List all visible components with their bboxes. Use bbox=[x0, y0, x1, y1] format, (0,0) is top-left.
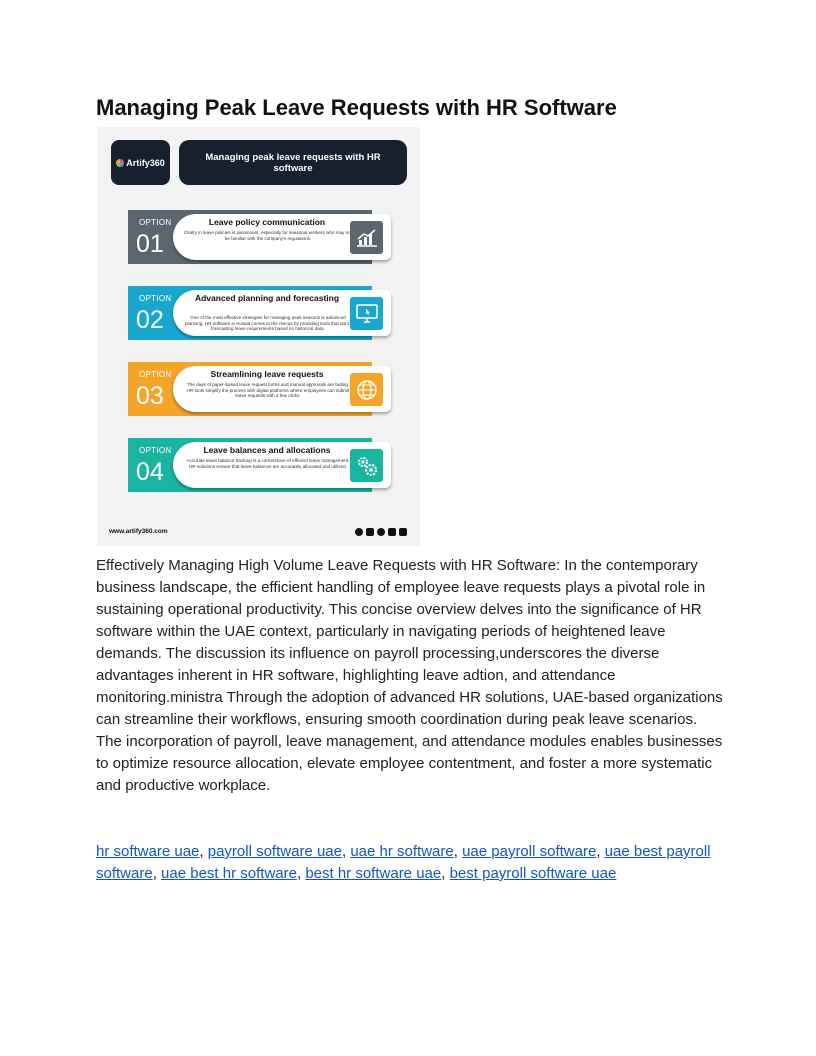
tag-link[interactable]: uae hr software bbox=[350, 843, 454, 860]
tag-links: hr software uae, payroll software uae, u… bbox=[96, 841, 726, 885]
facebook-icon bbox=[355, 528, 363, 536]
option-title: Leave balances and allocations bbox=[203, 445, 331, 455]
link-separator: , bbox=[596, 843, 605, 860]
option-text: The days of paper-based leave request fo… bbox=[186, 382, 350, 399]
option-title: Streamlining leave requests bbox=[210, 369, 324, 379]
option-card-body: Streamlining leave requests The days of … bbox=[173, 366, 391, 412]
tag-link[interactable]: best payroll software uae bbox=[449, 865, 617, 882]
option-title: Advanced planning and forecasting bbox=[194, 293, 340, 303]
option-label: OPTION bbox=[139, 294, 172, 303]
infographic-image: Artify360 Managing peak leave requests w… bbox=[97, 127, 420, 546]
tag-link[interactable]: hr software uae bbox=[96, 843, 200, 860]
option-title: Leave policy communication bbox=[208, 217, 326, 227]
footer-url: www.artify360.com bbox=[109, 528, 168, 535]
tag-link[interactable]: uae best hr software bbox=[161, 865, 297, 882]
tag-link[interactable]: best hr software uae bbox=[305, 865, 442, 882]
option-number: 03 bbox=[136, 382, 164, 410]
instagram-icon bbox=[366, 528, 374, 536]
option-number: 01 bbox=[136, 230, 164, 258]
link-separator: , bbox=[199, 843, 208, 860]
option-label: OPTION bbox=[139, 446, 172, 455]
monitor-icon bbox=[350, 297, 383, 330]
option-card-body: Leave balances and allocations Accurate … bbox=[173, 442, 391, 488]
infographic-header: Managing peak leave requests with HR sof… bbox=[179, 140, 407, 185]
linkedin-icon bbox=[388, 528, 396, 536]
logo-mark-icon bbox=[116, 158, 125, 167]
twitter-icon bbox=[377, 528, 385, 536]
brand-logo: Artify360 bbox=[111, 140, 170, 185]
link-separator: , bbox=[152, 865, 162, 882]
option-text: Accurate leave balance tracking is a cor… bbox=[186, 458, 350, 469]
tag-link[interactable]: uae payroll software bbox=[462, 843, 597, 860]
body-paragraph: Effectively Managing High Volume Leave R… bbox=[96, 557, 723, 794]
youtube-icon bbox=[399, 528, 407, 536]
option-label: OPTION bbox=[139, 218, 172, 227]
social-icons bbox=[355, 528, 407, 536]
tag-link[interactable]: uae best payroll software bbox=[96, 843, 711, 882]
growth-chart-icon bbox=[350, 221, 383, 254]
option-number: 04 bbox=[136, 458, 164, 486]
link-separator: , bbox=[441, 865, 450, 882]
logo-text: Artify360 bbox=[126, 157, 165, 168]
option-text: One of the most effective strategies for… bbox=[185, 315, 351, 332]
option-card-body: Leave policy communication Clarity in le… bbox=[173, 214, 391, 260]
option-number: 02 bbox=[136, 306, 164, 334]
page-title: Managing Peak Leave Requests with HR Sof… bbox=[96, 95, 617, 120]
globe-icon bbox=[350, 373, 383, 406]
link-separator: , bbox=[296, 865, 306, 882]
link-separator: , bbox=[341, 843, 351, 860]
option-card-3: OPTION 03 Streamlining leave requests Th… bbox=[128, 362, 391, 418]
option-card-2: OPTION 02 Advanced planning and forecast… bbox=[128, 286, 391, 342]
option-text: Clarity in leave policies is paramount, … bbox=[183, 230, 353, 241]
option-card-body: Advanced planning and forecasting One of… bbox=[173, 290, 391, 336]
option-card-1: OPTION 01 Leave policy communication Cla… bbox=[128, 210, 391, 266]
tag-link[interactable]: payroll software uae bbox=[207, 843, 342, 860]
option-card-4: OPTION 04 Leave balances and allocations… bbox=[128, 438, 391, 494]
option-label: OPTION bbox=[139, 370, 172, 379]
link-separator: , bbox=[453, 843, 463, 860]
gears-icon bbox=[350, 449, 383, 482]
